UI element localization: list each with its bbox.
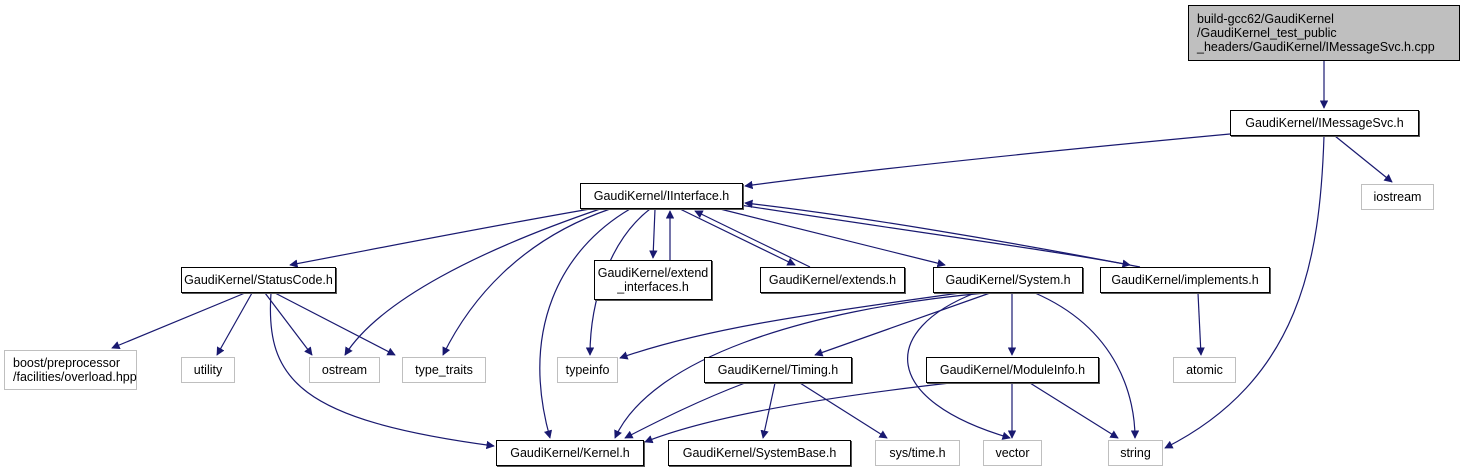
edge-iinterface-to-kernel [539, 208, 631, 439]
edge-system-to-timing [814, 292, 991, 357]
node-root-file: build-gcc62/GaudiKernel /GaudiKernel_tes… [1188, 5, 1460, 61]
edge-extends-to-iinterface [694, 210, 811, 268]
edge-iinterface-to-ostream [344, 208, 601, 356]
node-extends[interactable]: GaudiKernel/extends.h [760, 267, 905, 293]
node-utility: utility [181, 357, 235, 383]
edge-moduleinfo-to-string [1029, 382, 1119, 439]
node-extend-interfaces[interactable]: GaudiKernel/extend _interfaces.h [594, 260, 712, 300]
node-moduleinfo[interactable]: GaudiKernel/ModuleInfo.h [926, 357, 1099, 383]
node-ostream: ostream [309, 357, 380, 383]
edge-statuscode-to-kernel [269, 292, 495, 450]
edge-iinterface-to-implements [739, 204, 1131, 268]
edge-statuscode-to-ostream [264, 292, 313, 356]
node-typeinfo: typeinfo [557, 357, 618, 383]
node-iostream: iostream [1361, 184, 1434, 210]
edge-statuscode-to-utility [216, 292, 253, 356]
edge-system-to-vector [907, 292, 1011, 440]
node-iinterface[interactable]: GaudiKernel/IInterface.h [580, 183, 743, 209]
edge-iinterface-to-system [719, 208, 946, 268]
edge-imessagesvc-to-iinterface [744, 133, 1231, 190]
node-system[interactable]: GaudiKernel/System.h [933, 267, 1083, 293]
edge-iinterface-to-type_traits [442, 208, 611, 356]
edge-iinterface-to-extend_interfaces [649, 208, 658, 259]
edge-statuscode-to-boost_overload [111, 292, 246, 349]
node-systembase[interactable]: GaudiKernel/SystemBase.h [668, 440, 851, 466]
node-boost-overload: boost/preprocessor /facilities/overload.… [4, 350, 137, 390]
edge-imessagesvc-to-iostream [1334, 135, 1393, 183]
edge-iinterface-to-extends [679, 208, 796, 266]
edge-iinterface-to-statuscode [289, 208, 591, 268]
edge-moduleinfo-to-kernel [644, 382, 951, 444]
node-string: string [1108, 440, 1163, 466]
edge-implements-to-iinterface [744, 199, 1141, 268]
node-atomic: atomic [1173, 357, 1236, 383]
node-vector: vector [983, 440, 1042, 466]
edge-system-to-kernel [614, 292, 986, 439]
node-sys-time: sys/time.h [875, 440, 960, 466]
edge-timing-to-sys_time [799, 382, 888, 439]
node-imessagesvc[interactable]: GaudiKernel/IMessageSvc.h [1230, 110, 1419, 136]
node-type-traits: type_traits [402, 357, 486, 383]
edge-statuscode-to-type_traits [274, 292, 396, 356]
edge-timing-to-kernel [624, 382, 746, 439]
node-timing[interactable]: GaudiKernel/Timing.h [704, 357, 852, 383]
node-statuscode[interactable]: GaudiKernel/StatusCode.h [181, 267, 336, 293]
edge-system-to-typeinfo [619, 292, 961, 360]
edge-system-to-string [1034, 292, 1140, 439]
edge-implements-to-atomic [1196, 292, 1205, 356]
edge-imessagesvc-to-string [1164, 135, 1325, 449]
node-kernel[interactable]: GaudiKernel/Kernel.h [496, 440, 644, 466]
edge-timing-to-systembase [760, 382, 776, 439]
node-implements[interactable]: GaudiKernel/implements.h [1100, 267, 1270, 293]
